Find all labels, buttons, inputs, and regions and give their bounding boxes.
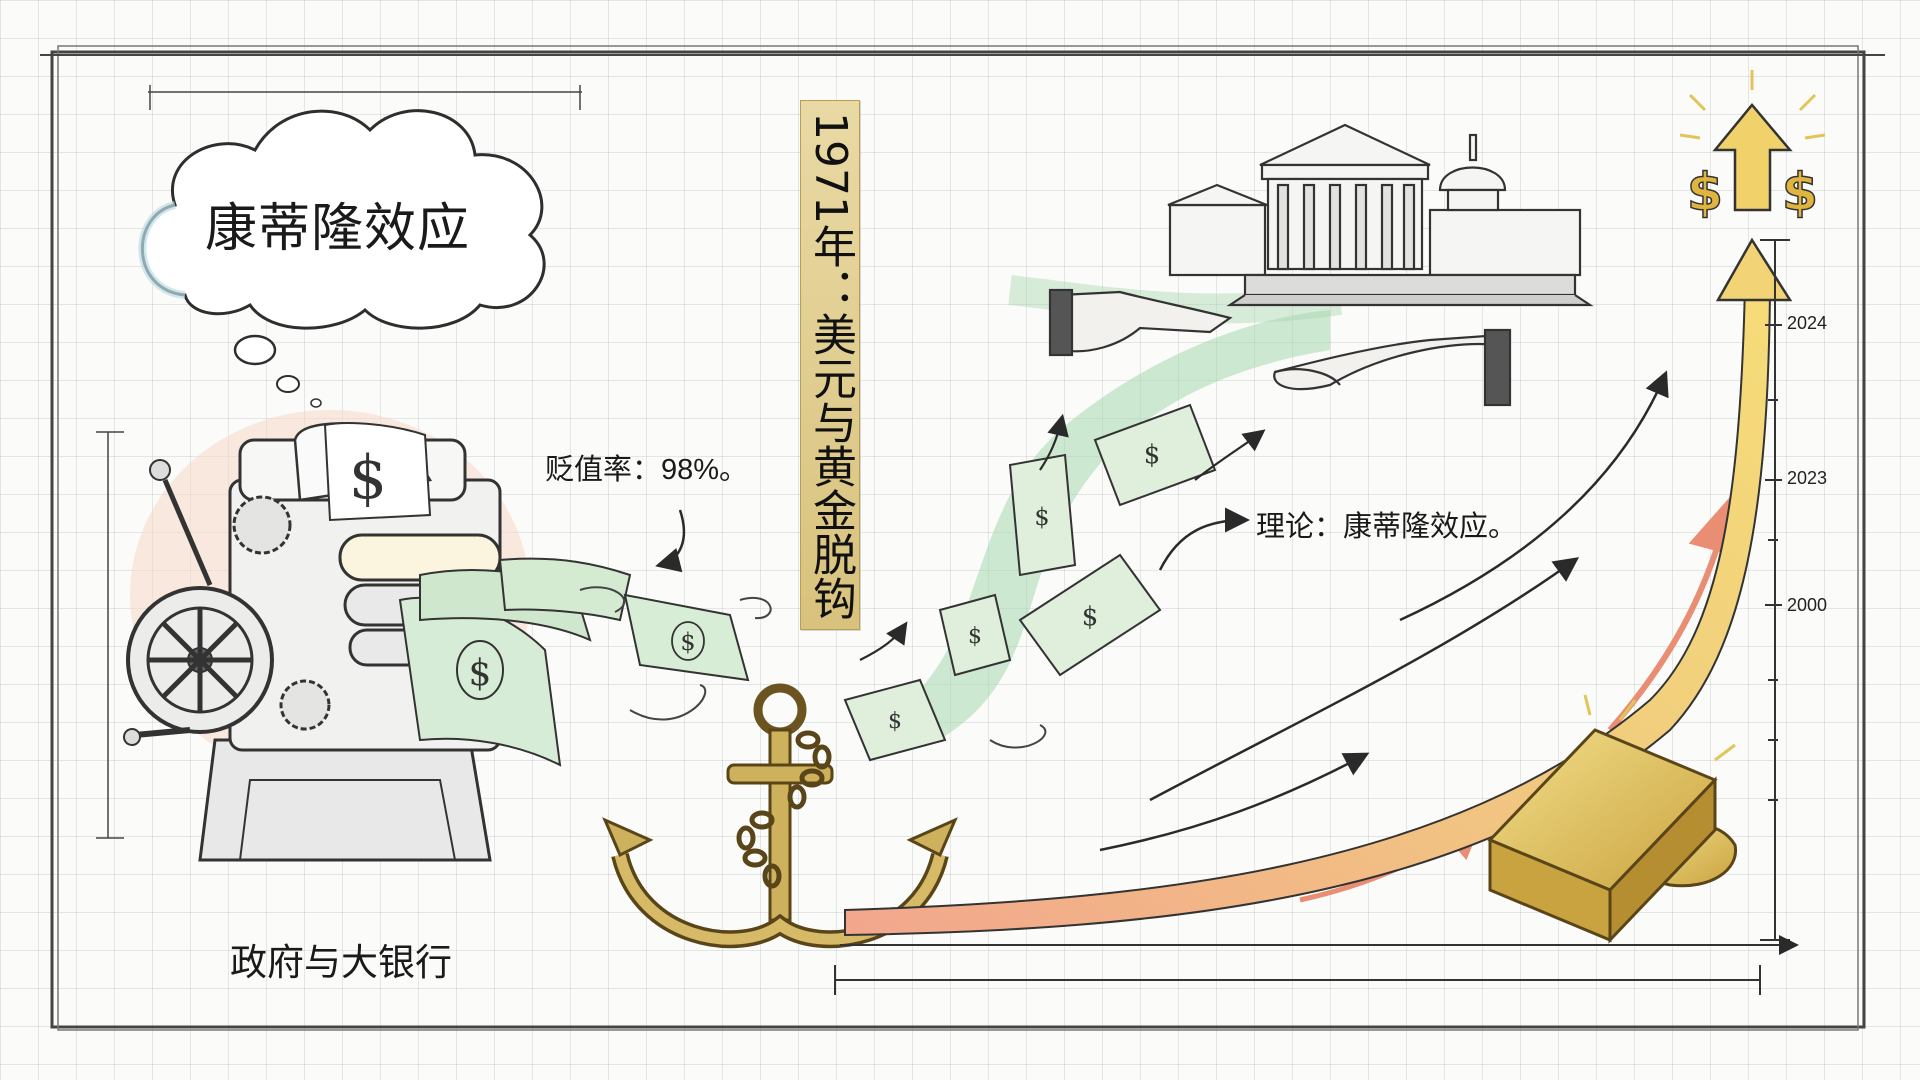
- government-building-icon: [1167, 123, 1594, 307]
- dollar-sign-icon: $: [1687, 163, 1723, 223]
- svg-text:$: $: [888, 709, 902, 734]
- theory-label: 理论：康蒂隆效应。: [1256, 511, 1518, 543]
- main-growth-arrowhead: [1715, 237, 1793, 302]
- flow-arrows: [859, 413, 1266, 661]
- wind-swirls: [579, 586, 1047, 749]
- year-banner-text: 1971年：美元与黄金脱钩: [805, 112, 856, 620]
- sketch-frame: [40, 45, 1885, 1031]
- growth-curve-dark-2: [1149, 557, 1580, 802]
- svg-text:$: $: [469, 653, 492, 694]
- timeline-tick-label: 2024: [1787, 313, 1828, 333]
- svg-text:$: $: [1082, 602, 1099, 632]
- gold-sparkles: [1583, 694, 1736, 762]
- up-arrow-icon: [1712, 103, 1793, 212]
- timeline-tick-label: 2000: [1787, 595, 1828, 615]
- receiving-hand-icon: [1273, 328, 1512, 407]
- svg-text:$: $: [1144, 440, 1161, 470]
- depreciation-label: 贬值率：98%。: [545, 454, 749, 486]
- growth-curve-dark-1: [1099, 752, 1370, 852]
- dollar-bill-icon: $: [623, 593, 750, 682]
- growth-curve-dark-3: [1399, 370, 1669, 622]
- giving-hand-icon: [1048, 288, 1233, 357]
- bottom-axis: [834, 935, 1799, 995]
- printer-label: 政府与大银行: [230, 942, 452, 983]
- svg-text:$: $: [1034, 503, 1049, 531]
- thought-cloud: [138, 109, 546, 408]
- printed-bills: $: [398, 557, 632, 767]
- sparkle-rays: [1679, 70, 1826, 140]
- depreciation-arrow: [655, 509, 686, 573]
- dollar-sign-icon: $: [1782, 163, 1818, 223]
- cloud-dimension-lines: [148, 85, 582, 110]
- svg-text:$: $: [680, 628, 695, 656]
- theory-arrow: [1158, 507, 1250, 571]
- timeline-tick-label: 2023: [1787, 468, 1828, 488]
- press-drum-bill: $: [323, 422, 432, 522]
- gold-bar-icon: [1487, 728, 1738, 944]
- cloud-title: 康蒂隆效应: [205, 200, 471, 258]
- flowing-bills: $ $ $ $ $: [843, 403, 1217, 762]
- year-banner: 1971年：美元与黄金脱钩: [800, 100, 860, 630]
- dollar-sign-icon: $: [349, 443, 387, 513]
- svg-text:$: $: [968, 624, 982, 649]
